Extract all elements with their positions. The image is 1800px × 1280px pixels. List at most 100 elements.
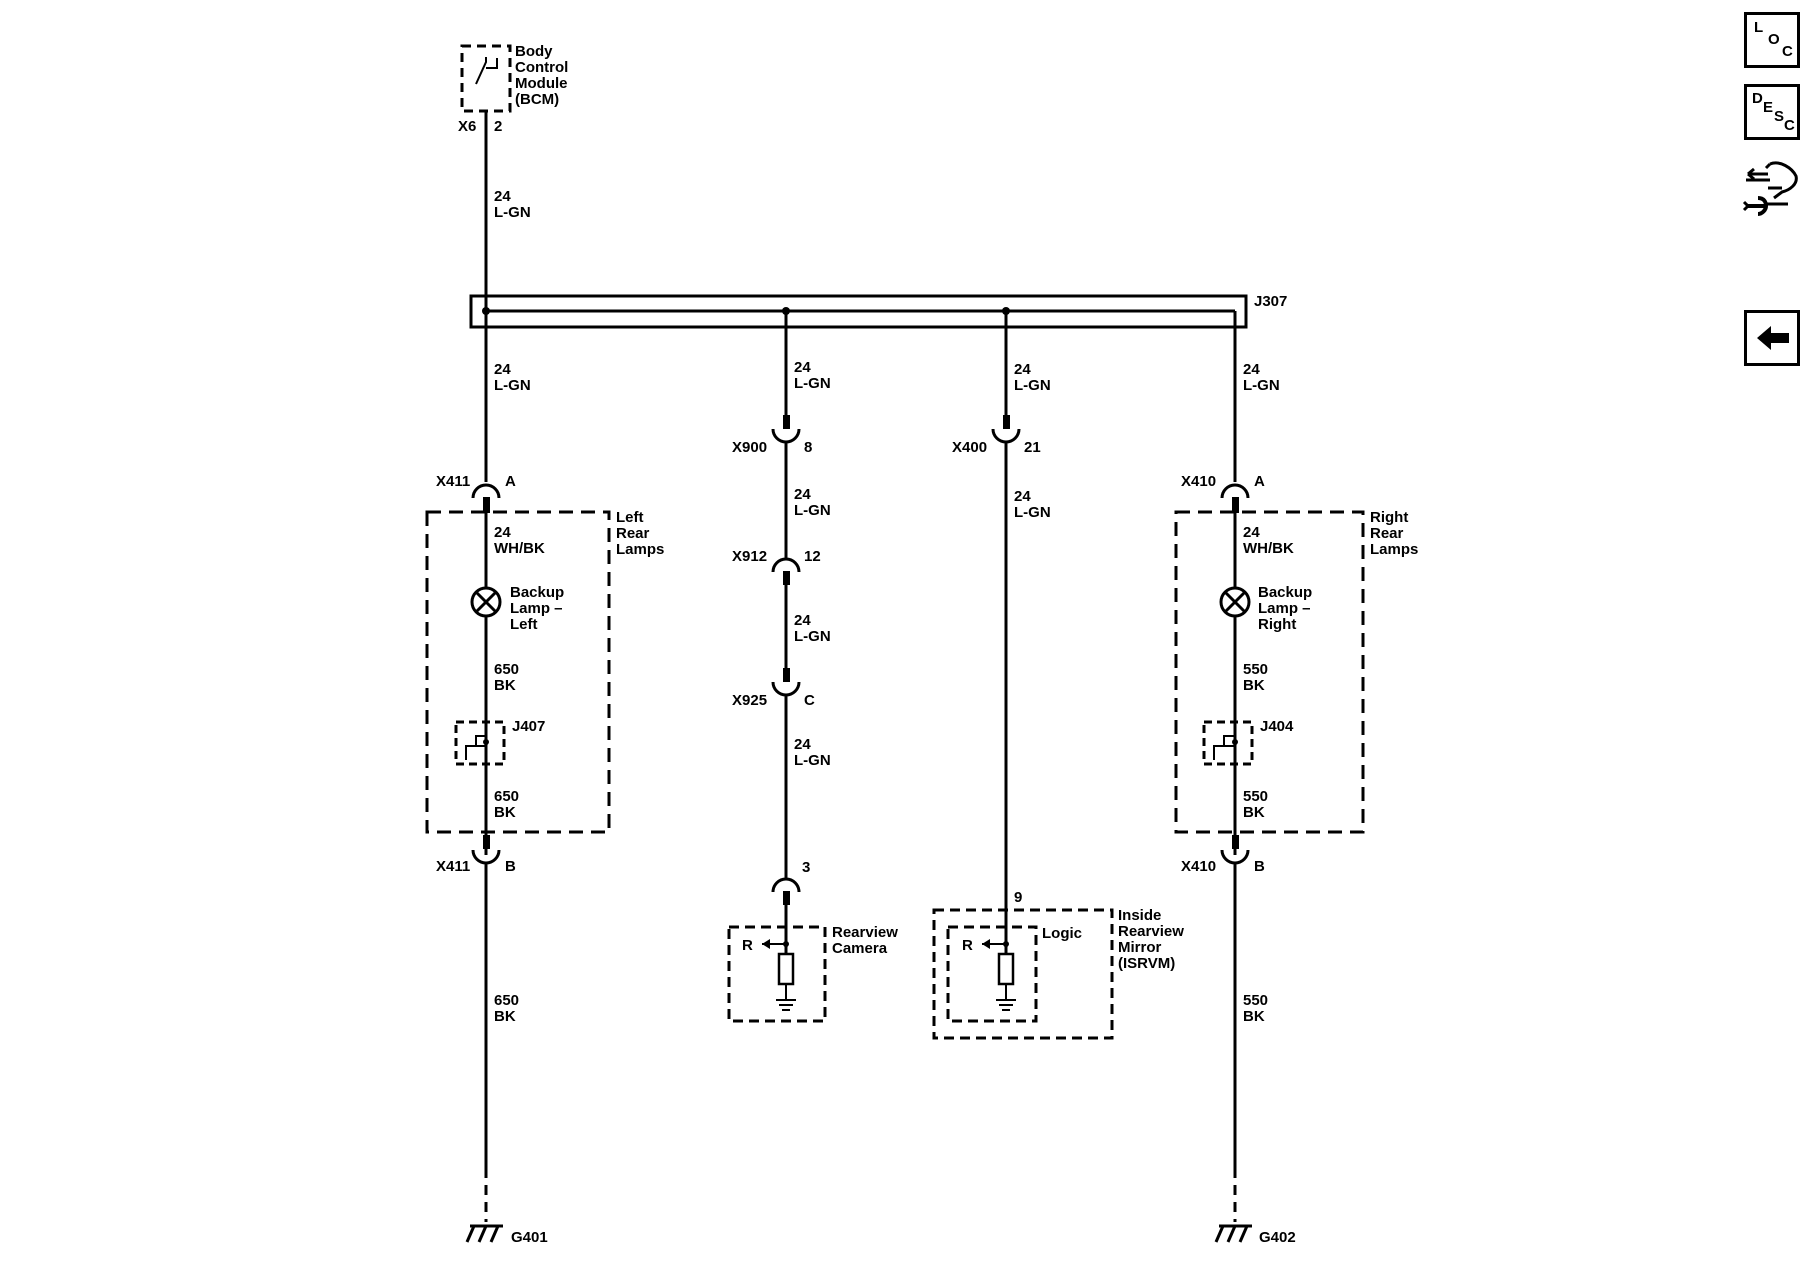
x912-connector	[771, 557, 801, 585]
x410-a-connector	[1220, 483, 1250, 513]
x6-connector-label: X6	[458, 118, 476, 135]
j307-splice-pack	[469, 294, 1248, 329]
wire-right-gnd3-color: BK	[1243, 1008, 1265, 1025]
wire-right-gnd2-gauge: 550	[1243, 788, 1268, 805]
x411-a-label: X411	[436, 473, 470, 490]
x411-b-pin: B	[505, 858, 516, 875]
right-rear-lamps-box	[1174, 510, 1365, 834]
x410-b-pin: B	[1254, 858, 1265, 875]
mirror-module-box	[932, 908, 1114, 1040]
x925-connector	[771, 668, 801, 697]
rearview-camera-box	[727, 925, 827, 1023]
right-rear-lamps-label-2: Rear	[1370, 525, 1404, 542]
x411-b-connector	[471, 835, 501, 865]
x410-a-pin: A	[1254, 473, 1265, 490]
j404-label: J404	[1260, 718, 1294, 735]
j404-splice	[1202, 720, 1254, 766]
left-rear-lamps-label-1: Left	[616, 509, 644, 526]
wire-right-lamp-color: WH/BK	[1243, 540, 1294, 557]
wire-left-top-gauge: 24	[494, 361, 511, 378]
desc-letter-s: S	[1774, 108, 1785, 125]
x411-a-connector	[471, 483, 501, 513]
desc-letter-e: E	[1763, 99, 1774, 116]
wire-mid2-gauge: 24	[1014, 361, 1031, 378]
logic-box	[946, 925, 1038, 1023]
wire-left-gnd2-color: BK	[494, 804, 516, 821]
x410-b-label: X410	[1181, 858, 1216, 875]
wire-mid2-b-color: L-GN	[1014, 504, 1051, 521]
wire-mid1-c-gauge: 24	[794, 612, 811, 629]
x900-connector	[771, 415, 801, 444]
x410-b-connector	[1220, 835, 1250, 865]
loc-letter-l: L	[1754, 19, 1764, 36]
wire-mid1-b-gauge: 24	[794, 486, 811, 503]
g402-label: G402	[1259, 1229, 1296, 1246]
mirror-pin: 9	[1014, 889, 1022, 906]
backup-lamp-right-label-2: Lamp –	[1258, 600, 1311, 617]
desc-button[interactable]: D E S C	[1744, 84, 1800, 140]
x925-label: X925	[732, 692, 767, 709]
loc-letter-c: C	[1782, 43, 1793, 60]
x411-b-label: X411	[436, 858, 470, 875]
camera-r-label: R	[742, 937, 753, 954]
camera-label-2: Camera	[832, 940, 888, 957]
x400-connector	[991, 415, 1021, 444]
back-button[interactable]	[1744, 310, 1800, 366]
j407-splice	[454, 720, 506, 766]
x410-a-label: X410	[1181, 473, 1216, 490]
wire-bcm-gauge: 24	[494, 188, 511, 205]
wire-mid1-b-color: L-GN	[794, 502, 831, 519]
x411-a-pin: A	[505, 473, 516, 490]
x912-pin: 12	[804, 548, 821, 565]
x900-pin: 8	[804, 439, 812, 456]
wire-left-gnd3-gauge: 650	[494, 992, 519, 1009]
backup-lamp-left-label-2: Lamp –	[510, 600, 563, 617]
mirror-label-4: (ISRVM)	[1118, 955, 1175, 972]
loc-letter-o: O	[1768, 31, 1780, 48]
x925-pin: C	[804, 692, 815, 709]
wire-left-gnd1-gauge: 650	[494, 661, 519, 678]
wire-right-gnd1-gauge: 550	[1243, 661, 1268, 678]
right-rear-lamps-label-3: Lamps	[1370, 541, 1418, 558]
desc-letter-d: D	[1752, 90, 1763, 107]
backup-lamp-right-label-3: Right	[1258, 616, 1296, 633]
wire-right-top-gauge: 24	[1243, 361, 1260, 378]
camera-label-1: Rearview	[832, 924, 898, 941]
backup-lamp-right-label-1: Backup	[1258, 584, 1312, 601]
mirror-label-3: Mirror	[1118, 939, 1162, 956]
backup-lamp-left-label-1: Backup	[510, 584, 564, 601]
wire-mid1-gauge: 24	[794, 359, 811, 376]
wire-left-gnd2-gauge: 650	[494, 788, 519, 805]
wire-mid1-color: L-GN	[794, 375, 831, 392]
wire-left-gnd3-color: BK	[494, 1008, 516, 1025]
wire-left-gnd1-color: BK	[494, 677, 516, 694]
wire-right-gnd2-color: BK	[1243, 804, 1265, 821]
x912-label: X912	[732, 548, 767, 565]
loc-button[interactable]: L O C	[1744, 12, 1800, 68]
wire-right-top-color: L-GN	[1243, 377, 1280, 394]
camera-connector	[771, 877, 801, 905]
left-rear-lamps-label-2: Rear	[616, 525, 650, 542]
tools-hand-icon[interactable]	[1740, 154, 1800, 220]
bcm-module	[460, 44, 512, 113]
wire-mid1-c-color: L-GN	[794, 628, 831, 645]
mirror-resistor-icon	[982, 939, 1016, 1011]
desc-letter-c: C	[1784, 117, 1795, 134]
backup-lamp-left-icon	[470, 586, 502, 618]
mirror-label-1: Inside	[1118, 907, 1161, 924]
wire-right-lamp-gauge: 24	[1243, 524, 1260, 541]
camera-resistor-icon	[762, 905, 796, 1011]
wire-right-gnd3-gauge: 550	[1243, 992, 1268, 1009]
wire-mid2-color: L-GN	[1014, 377, 1051, 394]
j307-label: J307	[1254, 293, 1287, 310]
wire-mid1-d-color: L-GN	[794, 752, 831, 769]
mirror-label-2: Rearview	[1118, 923, 1184, 940]
wire-left-lamp-gauge: 24	[494, 524, 511, 541]
backup-lamp-left-label-3: Left	[510, 616, 538, 633]
back-arrow-icon	[1757, 326, 1789, 350]
right-rear-lamps-label-1: Right	[1370, 509, 1408, 526]
g401-label: G401	[511, 1229, 548, 1246]
wire-mid2-b-gauge: 24	[1014, 488, 1031, 505]
x6-pin-label: 2	[494, 118, 502, 135]
